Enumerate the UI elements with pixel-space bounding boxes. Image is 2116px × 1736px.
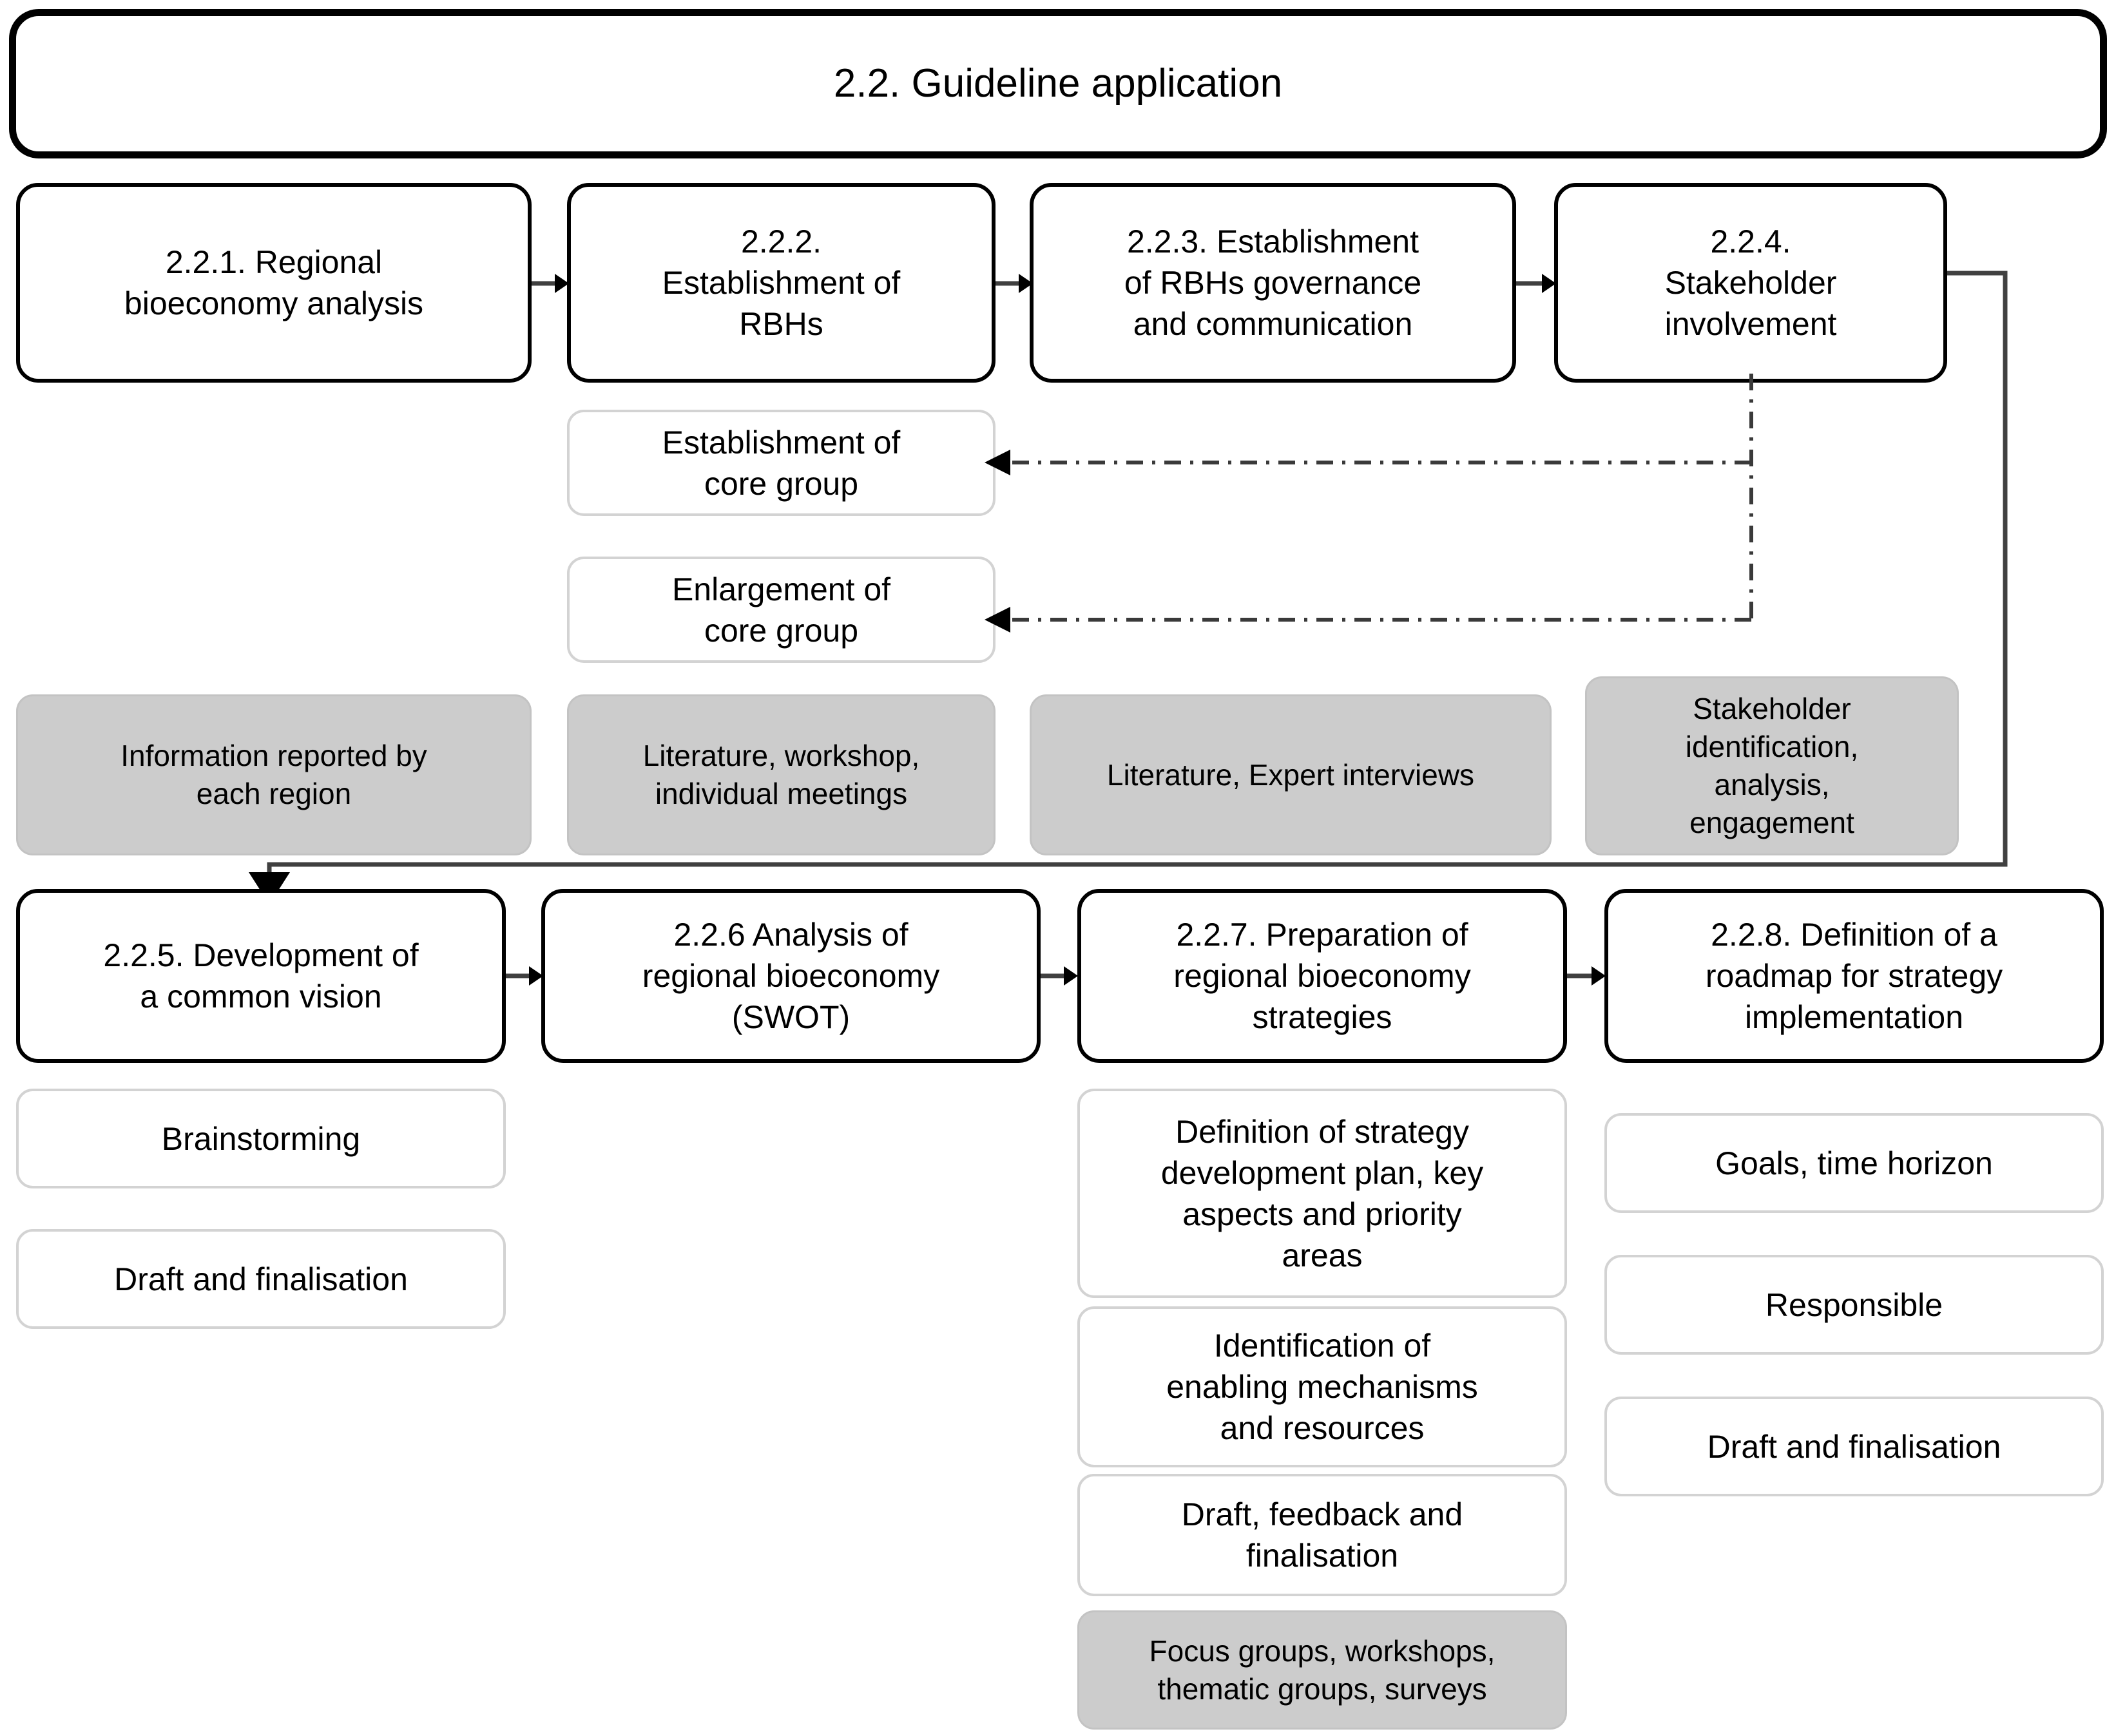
arrow-2-2-2-to-2-2-3 bbox=[995, 271, 1034, 296]
arrow-2-2-7-to-2-2-8 bbox=[1567, 963, 1607, 989]
arrow-2-2-6-to-2-2-7 bbox=[1041, 963, 1079, 989]
arrow-2-2-5-to-2-2-6 bbox=[506, 963, 544, 989]
sub-box-draft-feedback-finalisation[interactable]: Draft, feedback and finalisation bbox=[1077, 1474, 1567, 1596]
sub-box-draft-finalisation-roadmap[interactable]: Draft and finalisation bbox=[1604, 1397, 2104, 1496]
method-box-info-reported[interactable]: Information reported by each region bbox=[16, 694, 532, 855]
arrow-2-2-1-to-2-2-2 bbox=[532, 271, 570, 296]
step-box-2-2-4[interactable]: 2.2.4. Stakeholder involvement bbox=[1554, 183, 1947, 383]
sub-box-brainstorming[interactable]: Brainstorming bbox=[16, 1089, 506, 1188]
arrow-2-2-3-to-2-2-4 bbox=[1516, 271, 1557, 296]
method-box-stakeholder-identification[interactable]: Stakeholder identification, analysis, en… bbox=[1585, 676, 1959, 855]
sub-box-strategy-development-plan[interactable]: Definition of strategy development plan,… bbox=[1077, 1089, 1567, 1298]
method-box-literature-expert[interactable]: Literature, Expert interviews bbox=[1030, 694, 1552, 855]
step-box-2-2-1[interactable]: 2.2.1. Regional bioeconomy analysis bbox=[16, 183, 532, 383]
sub-box-goals-time-horizon[interactable]: Goals, time horizon bbox=[1604, 1113, 2104, 1213]
step-box-2-2-3[interactable]: 2.2.3. Establishment of RBHs governance … bbox=[1030, 183, 1516, 383]
sub-box-enabling-mechanisms[interactable]: Identification of enabling mechanisms an… bbox=[1077, 1306, 1567, 1467]
step-box-2-2-8[interactable]: 2.2.8. Definition of a roadmap for strat… bbox=[1604, 889, 2104, 1063]
diagram-title-banner: 2.2. Guideline application bbox=[9, 9, 2107, 158]
method-box-literature-workshop[interactable]: Literature, workshop, individual meeting… bbox=[567, 694, 995, 855]
method-box-focus-groups[interactable]: Focus groups, workshops, thematic groups… bbox=[1077, 1610, 1567, 1730]
step-box-2-2-2[interactable]: 2.2.2. Establishment of RBHs bbox=[567, 183, 995, 383]
step-box-2-2-6[interactable]: 2.2.6 Analysis of regional bioeconomy (S… bbox=[541, 889, 1041, 1063]
sub-box-responsible[interactable]: Responsible bbox=[1604, 1255, 2104, 1355]
step-box-2-2-7[interactable]: 2.2.7. Preparation of regional bioeconom… bbox=[1077, 889, 1567, 1063]
sub-box-draft-finalisation-vision[interactable]: Draft and finalisation bbox=[16, 1229, 506, 1329]
sub-box-core-group-enlargement[interactable]: Enlargement of core group bbox=[567, 557, 995, 663]
step-box-2-2-5[interactable]: 2.2.5. Development of a common vision bbox=[16, 889, 506, 1063]
dashdot-connector-stakeholder-to-core-groups bbox=[979, 374, 1765, 644]
sub-box-core-group-establishment[interactable]: Establishment of core group bbox=[567, 410, 995, 516]
